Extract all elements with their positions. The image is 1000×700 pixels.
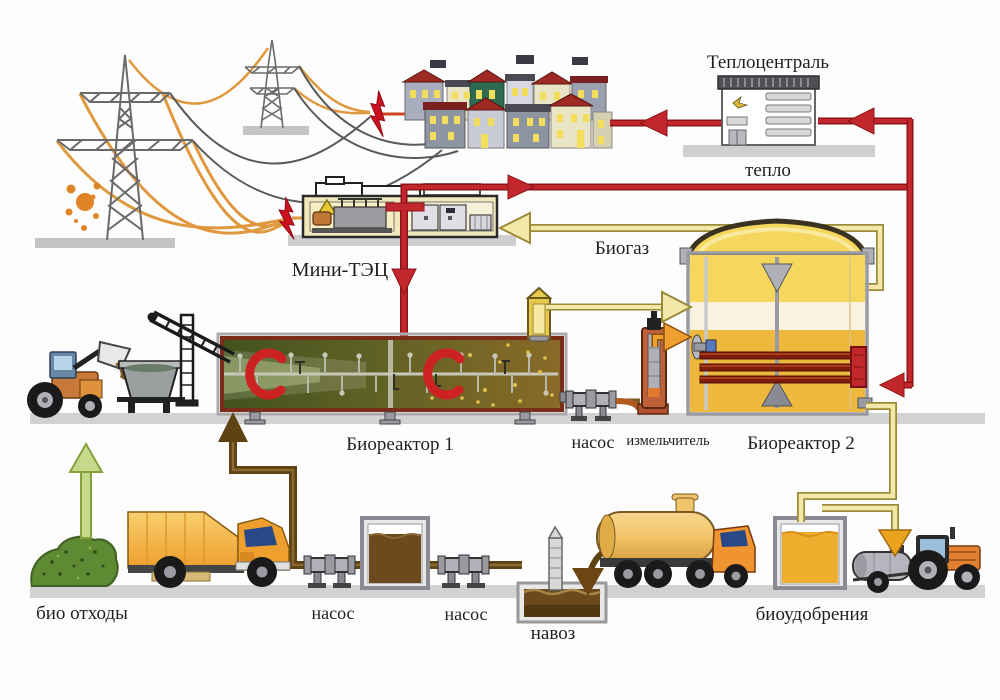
grinder-arrow-right-icon xyxy=(663,321,693,353)
feed-conveyor xyxy=(147,310,235,407)
tractor-right xyxy=(908,527,981,590)
ground-heat-plant xyxy=(683,145,875,157)
label-heat-plant: Теплоцентраль xyxy=(707,52,829,73)
heat-arrow-down-icon xyxy=(391,268,417,296)
reactor-legs xyxy=(244,411,536,425)
pit-sluice xyxy=(547,525,564,591)
village xyxy=(401,55,613,149)
roof-band xyxy=(717,75,820,90)
heat-arrow-right-icon xyxy=(507,174,536,200)
ground-tower-large xyxy=(35,238,175,248)
louver-windows xyxy=(765,92,812,137)
gas-chimney xyxy=(525,286,553,342)
manure-pit xyxy=(516,525,608,624)
divider-wall xyxy=(388,340,393,408)
small-window xyxy=(726,116,748,126)
fertilizer-pipe xyxy=(797,402,913,558)
box-truck xyxy=(127,511,291,588)
overflow-arrow-right-icon xyxy=(661,290,694,324)
heating-coils xyxy=(699,346,867,388)
biogas-pipe xyxy=(497,211,884,291)
top-funnel xyxy=(761,263,793,294)
agitator-wheel xyxy=(245,348,287,400)
heat-arrow-into-plant-icon xyxy=(846,107,875,135)
tanker-truck xyxy=(572,493,756,596)
bio-waste-pile xyxy=(30,535,119,587)
ground-reactors xyxy=(30,413,985,424)
spark-splat-icon xyxy=(65,182,101,231)
pump-bottom-right xyxy=(437,554,490,588)
pump-bottom-left xyxy=(303,554,356,588)
heat-arrow-left-icon xyxy=(638,109,668,137)
tractor-loader xyxy=(27,340,132,418)
heat-pipe-into-coils xyxy=(878,372,912,398)
bioreactor-2 xyxy=(679,218,875,416)
heat-plant-building xyxy=(717,75,820,146)
heat-pipe-to-village xyxy=(610,109,724,137)
label-bio-waste: био отходы xyxy=(36,603,128,624)
label-biogas: Биогаз xyxy=(595,238,649,259)
label-grinder: измельчитель xyxy=(626,433,710,449)
generator-motor xyxy=(312,211,332,226)
engine-block xyxy=(333,206,387,229)
gas-bubbles xyxy=(430,343,554,407)
label-pump-bottom-left: насос xyxy=(311,603,354,623)
label-pump-bottom-right: насос xyxy=(444,604,487,624)
buffer-container xyxy=(360,516,430,590)
pump-mid xyxy=(565,389,640,421)
lightning-bolt-icon xyxy=(278,195,295,240)
dome xyxy=(684,218,870,259)
biogas-arrow-left-icon xyxy=(497,211,531,245)
bottom-funnel xyxy=(761,378,793,407)
fertilizer-container xyxy=(773,516,847,590)
label-mini-chp: Мини-ТЭЦ xyxy=(292,259,388,281)
heat-pipe-from-loop xyxy=(818,107,912,135)
manure-arrow-down-icon xyxy=(572,568,604,596)
heat-pipe-main xyxy=(385,119,914,387)
mixer-paddles xyxy=(239,356,547,393)
agitator-wheel xyxy=(423,348,465,400)
substrate-transfer-pipes xyxy=(546,290,694,353)
fertilizer-arrow-down-icon xyxy=(877,529,913,558)
label-heat: тепло xyxy=(745,160,791,181)
grinder-unit xyxy=(615,311,669,415)
label-biofertilizer: биоудобрения xyxy=(756,604,869,625)
manure-arrow-up-icon xyxy=(218,412,248,442)
label-bioreactor-1: Биореактор 1 xyxy=(346,434,453,455)
ground-tower-small xyxy=(243,126,309,135)
power-tower-large xyxy=(56,54,194,241)
power-tower-small xyxy=(244,39,300,129)
label-pump-mid: насос xyxy=(571,432,614,452)
logo-icon xyxy=(732,95,749,109)
heat-arrow-coils-icon xyxy=(878,372,905,398)
recycle-arrow-icon xyxy=(68,441,104,539)
ground-bottom xyxy=(30,585,985,598)
label-bioreactor-2: Биореактор 2 xyxy=(747,433,854,454)
lightning-bolt-icon xyxy=(369,90,386,138)
feed-hopper xyxy=(117,360,185,413)
label-manure: навоз xyxy=(531,623,575,644)
windshield xyxy=(244,526,277,547)
village-front-row xyxy=(423,93,613,149)
windshield xyxy=(720,530,748,547)
